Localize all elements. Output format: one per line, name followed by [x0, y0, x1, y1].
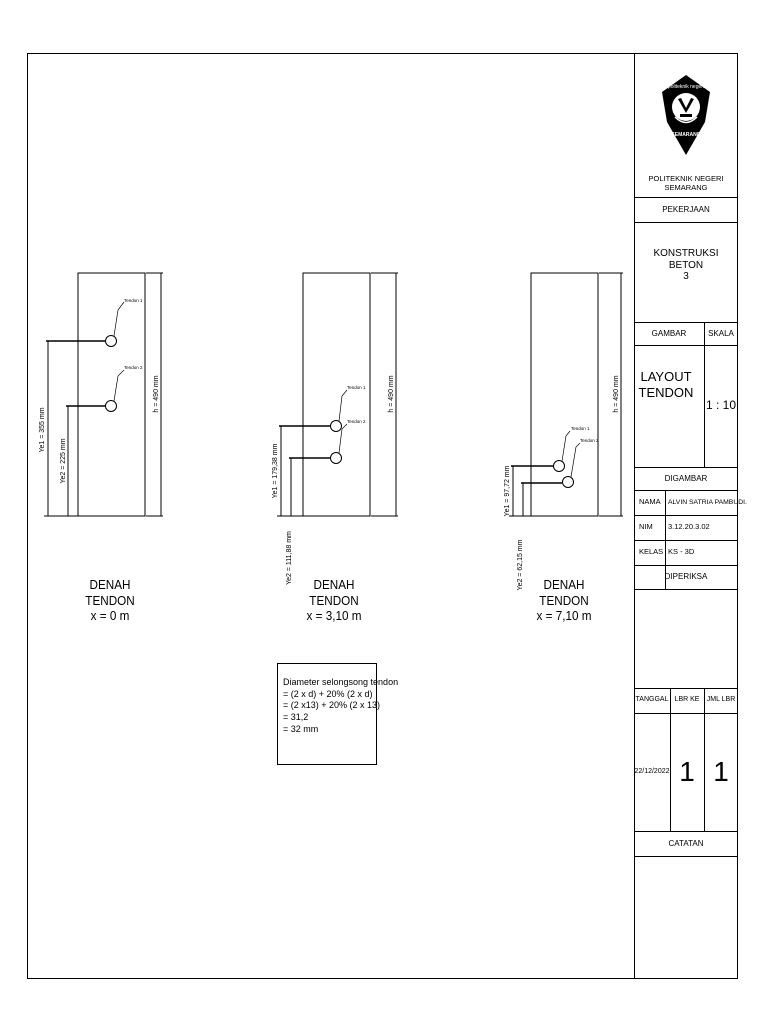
section-2-tendon-2-label: Tendon 2	[347, 419, 366, 424]
institution-name: POLITEKNIK NEGERI SEMARANG	[648, 174, 724, 192]
section-1-caption: DENAH TENDON x = 0 m	[65, 577, 155, 624]
section-2-tendon-2	[330, 452, 342, 464]
catatan-label: CATATAN	[668, 838, 704, 848]
logo-text-top: politeknik negeri	[668, 84, 704, 90]
section-3-tendon-1-label: Tendon 1	[571, 426, 590, 431]
note-title: Diameter selongsong tendon	[283, 677, 399, 687]
tanggal-value: 22/12/2022	[634, 767, 670, 775]
nim-value: 3.12.20.3.02	[668, 522, 710, 532]
note-line-3: = 31,2	[283, 712, 309, 723]
logo-text-bottom: SEMARANG	[671, 132, 700, 138]
section-2-caption-position: x = 3,10 m	[306, 608, 362, 624]
drawing-sheet-frame	[27, 53, 738, 979]
section-3-ye2-label: Ye2 = 62,15 mm	[517, 539, 524, 590]
nama-value: ALVIN SATRIA PAMBUDI.	[668, 498, 747, 506]
section-3-caption-title: DENAH TENDON	[539, 577, 589, 608]
section-2-outline	[302, 272, 371, 517]
section-3-tendon-2-label: Tendon 2	[580, 438, 599, 443]
lbr-ke-label: LBR KE	[674, 696, 700, 704]
kelas-label: KELAS	[639, 547, 664, 557]
pekerjaan-label: PEKERJAAN	[662, 204, 710, 214]
kelas-value: KS - 3D	[668, 547, 695, 557]
project-name: KONSTRUKSI BETON 3	[634, 238, 738, 293]
scale-value: 1 : 10	[705, 398, 737, 413]
section-3-tendon-1	[553, 460, 565, 472]
note-line-4: = 32 mm	[283, 723, 319, 734]
skala-label: SKALA	[708, 328, 734, 338]
section-3-caption: DENAH TENDON x = 7,10 m	[519, 577, 609, 624]
project-line-1: KONSTRUKSI	[653, 248, 719, 260]
jml-lbr-value: 1	[713, 755, 729, 787]
section-1-height-label: h = 490 mm	[153, 375, 160, 412]
nama-label: NAMA	[639, 497, 661, 507]
section-3-tendon-2	[562, 476, 574, 488]
section-3-caption-position: x = 7,10 m	[536, 608, 592, 624]
digambar-label: DIGAMBAR	[664, 473, 708, 483]
jml-lbr-label: JML LBR	[706, 696, 736, 704]
section-2-caption-title: DENAH TENDON	[309, 577, 359, 608]
nim-label: NIM	[639, 522, 653, 532]
project-line-3: 3	[683, 271, 689, 283]
diperiksa-label: DIPERIKSA	[664, 572, 708, 582]
gambar-label: GAMBAR	[651, 328, 687, 338]
section-1-tendon-1-label: Tendon 1	[124, 298, 143, 303]
section-2-height-label: h = 490 mm	[388, 375, 395, 412]
section-3-ye1-label: Ye1 = 97,72 mm	[504, 465, 511, 516]
section-2-tendon-1-label: Tendon 1	[347, 385, 366, 390]
section-1-tendon-2-label: Tendon 2	[124, 365, 143, 370]
section-1-ye2-label: Ye2 = 225 mm	[60, 438, 67, 483]
note-line-2: = (2 x13) + 20% (2 x 13)	[283, 700, 381, 711]
section-1-caption-title: DENAH TENDON	[85, 577, 135, 608]
section-1-outline	[77, 272, 146, 517]
section-3-height-label: h = 490 mm	[613, 375, 620, 412]
title-block: politeknik negeri SEMARANG POLITEKNIK NE…	[634, 53, 747, 979]
section-1-ye1-label: Ye1 = 355 mm	[39, 407, 46, 452]
polines-logo: politeknik negeri SEMARANG	[662, 75, 710, 155]
section-1-tendon-2	[105, 400, 117, 412]
duct-diameter-note: Diameter selongsong tendon = (2 x d) + 2…	[277, 663, 399, 765]
section-2-beam	[277, 272, 398, 517]
section-2-ye1-label: Ye1 = 179,38 mm	[272, 443, 279, 498]
section-3-beam	[509, 272, 623, 517]
tanggal-label: TANGGAL	[635, 696, 669, 704]
note-line-1: = (2 x d) + 20% (2 x d)	[283, 688, 373, 699]
section-2-caption: DENAH TENDON x = 3,10 m	[289, 577, 379, 624]
section-1-caption-position: x = 0 m	[90, 608, 130, 624]
section-2-tendon-1	[330, 420, 342, 432]
section-2-ye2-label: Ye2 = 111,88 mm	[286, 531, 293, 585]
lbr-ke-value: 1	[679, 755, 695, 787]
project-line-2: BETON	[668, 259, 704, 271]
section-3-outline	[530, 272, 599, 517]
drawing-title-line-2: TENDON	[638, 385, 694, 400]
section-1-beam	[44, 272, 163, 517]
section-1-tendon-1	[105, 335, 117, 347]
drawing-title-line-1: LAYOUT	[640, 369, 692, 385]
drawing-title: LAYOUT TENDON	[634, 360, 698, 410]
